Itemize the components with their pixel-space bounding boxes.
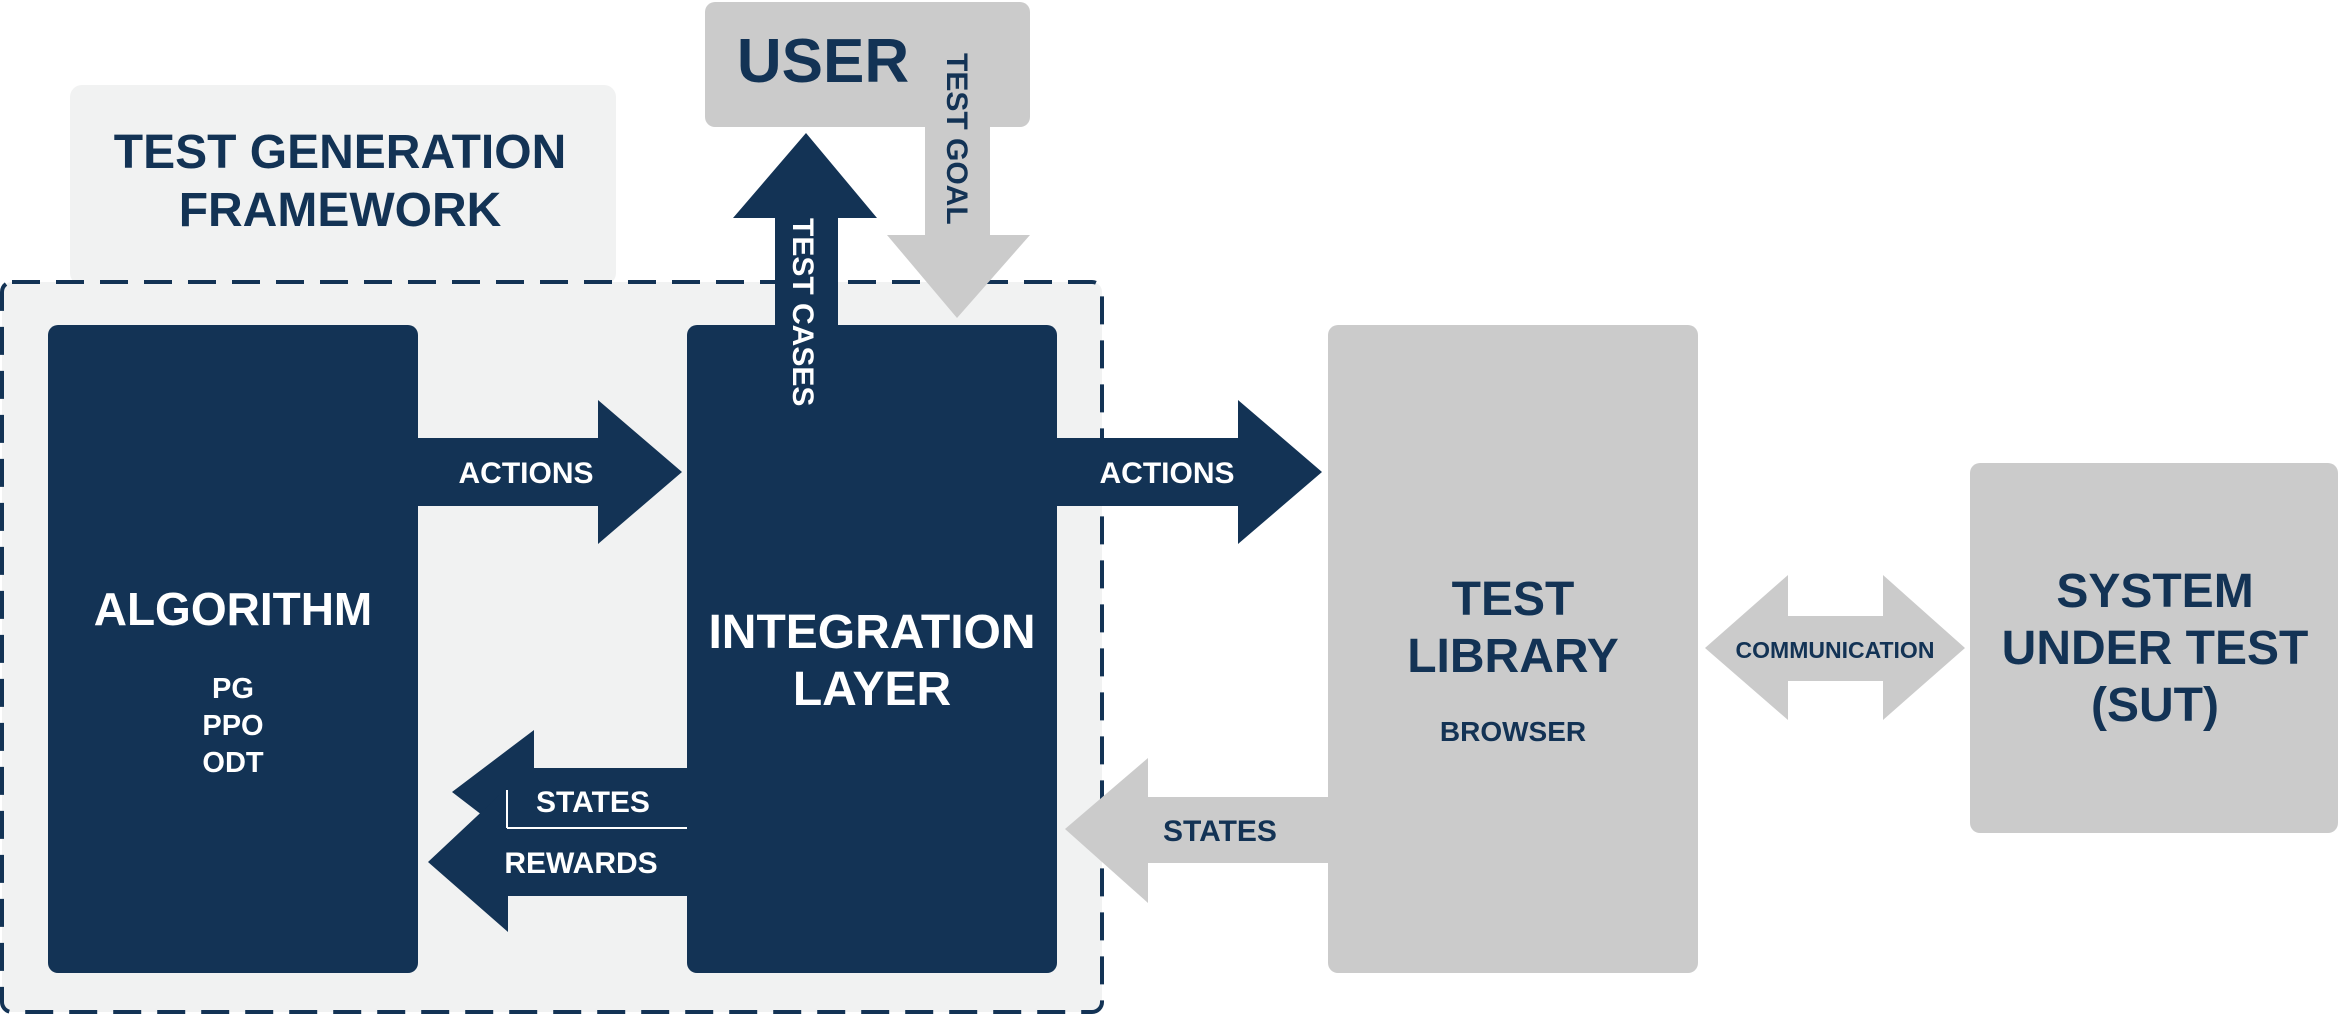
test-cases-arrow [733, 133, 877, 330]
states-right-label: STATES [1163, 815, 1277, 848]
test-library-title-line1: TEST [1452, 573, 1575, 626]
test-goal-arrow [887, 127, 1030, 318]
actions-arrow-left [418, 400, 682, 544]
user-box [705, 2, 1030, 127]
rewards-label: REWARDS [504, 847, 657, 880]
actions-left-label: ACTIONS [459, 457, 594, 490]
states-arrow-left [452, 730, 687, 855]
sut-box [1970, 463, 2338, 833]
algorithm-item-ppo: PPO [202, 710, 263, 742]
communication-label: COMMUNICATION [1736, 637, 1935, 663]
framework-title-line2: FRAMEWORK [179, 184, 502, 237]
test-library-box [1328, 325, 1698, 973]
rewards-arrow [428, 787, 687, 932]
algorithm-title: ALGORITHM [94, 583, 373, 635]
algorithm-item-pg: PG [212, 673, 254, 705]
framework-title-line1: TEST GENERATION [114, 126, 566, 179]
actions-right-label: ACTIONS [1100, 457, 1235, 490]
integration-title-line1: INTEGRATION [708, 606, 1035, 659]
sut-title-line1: SYSTEM [2056, 565, 2253, 618]
user-label: USER [737, 27, 909, 96]
communication-arrow [1705, 575, 1965, 720]
integration-title-line2: LAYER [793, 663, 951, 716]
framework-title-panel [70, 85, 616, 285]
algorithm-item-odt: ODT [202, 747, 264, 779]
sut-title-line2: UNDER TEST [2002, 622, 2309, 675]
test-library-title-line2: LIBRARY [1407, 630, 1619, 683]
states-left-label: STATES [536, 786, 650, 819]
test-library-subtitle: BROWSER [1440, 716, 1586, 747]
actions-arrow-right [1057, 400, 1322, 544]
algorithm-box [48, 325, 418, 973]
sut-title-line3: (SUT) [2091, 679, 2219, 732]
test-cases-label: TEST CASES [786, 218, 819, 406]
test-goal-label: TEST GOAL [940, 53, 973, 225]
integration-layer-box [687, 325, 1057, 973]
states-arrow-right [1065, 758, 1328, 903]
